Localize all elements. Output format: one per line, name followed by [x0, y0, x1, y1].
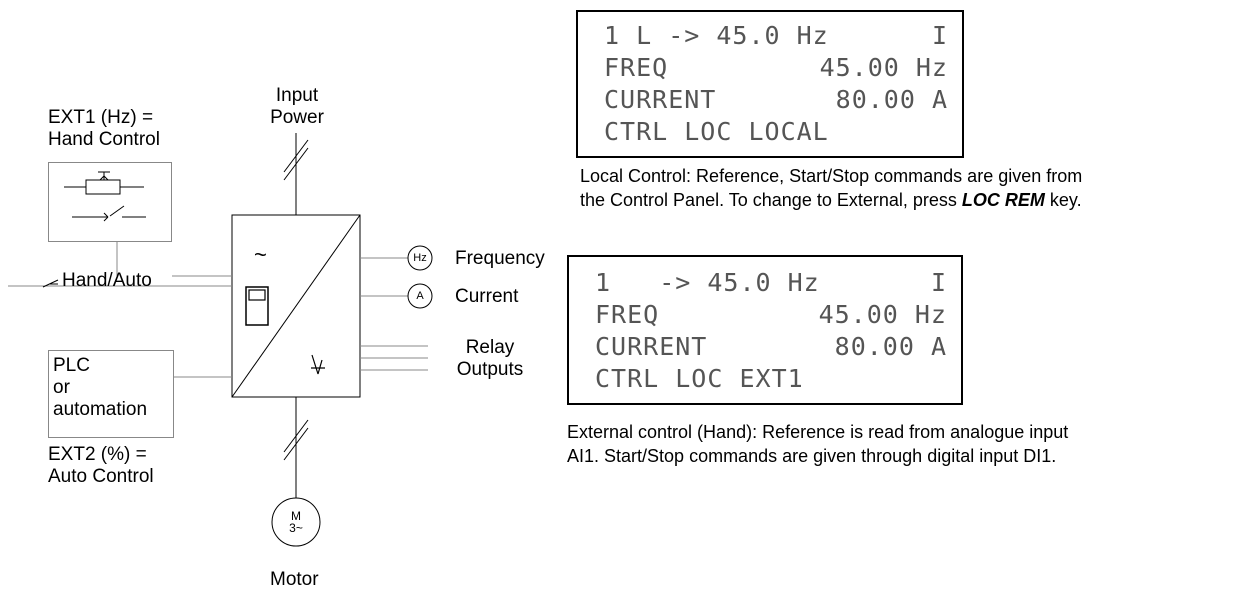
current-meter-icon: A	[416, 290, 424, 302]
external-control-caption: External control (Hand): Reference is re…	[567, 422, 1069, 466]
ext2-label: EXT2 (%) = Auto Control	[48, 444, 154, 487]
motor-label: Motor	[270, 569, 319, 590]
hand-auto-label: Hand/Auto	[62, 270, 152, 291]
ext1-label: EXT1 (Hz) = Hand Control	[48, 107, 160, 150]
relay-outputs-label: Relay Outputs	[456, 337, 524, 380]
frequency-meter-icon: Hz	[413, 252, 427, 264]
motor-symbol: M 3~	[289, 509, 303, 535]
hand-control-box	[48, 162, 172, 242]
local-control-caption: Local Control: Reference, Start/Stop com…	[580, 166, 1083, 210]
frequency-label: Frequency	[455, 248, 545, 269]
loc-rem-key: LOC REM	[961, 190, 1045, 210]
plc-box: PLC or automation	[48, 350, 174, 438]
display-row: CTRL LOC LOCAL	[604, 117, 829, 146]
input-power-label: Input Power	[270, 85, 324, 128]
tilde-icon: ~	[254, 242, 267, 267]
current-label: Current	[455, 286, 519, 307]
display-row: CTRL LOC EXT1	[595, 364, 804, 393]
